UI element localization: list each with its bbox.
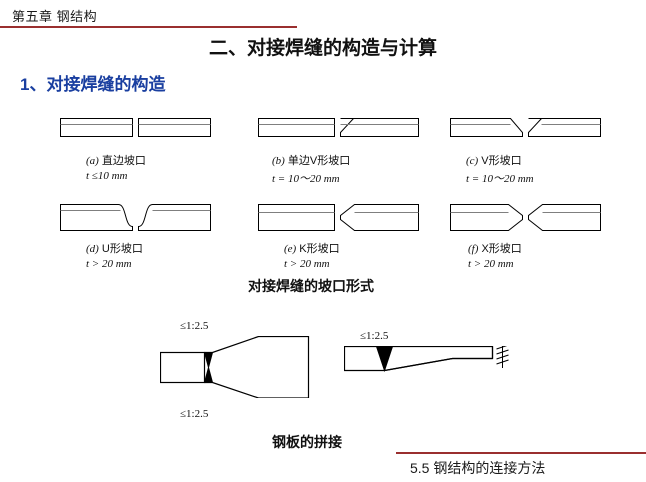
figure-groove-a [60, 112, 220, 144]
figure-caption-b: (b) 单边V形坡口 [272, 152, 350, 168]
figure-plate-splice-side [344, 346, 514, 396]
splice-group-title: 钢板的拼接 [272, 434, 342, 450]
figure-groove-f [450, 198, 610, 238]
figure-name-f: X形坡口 [481, 243, 522, 255]
slope-label-right: ≤1:2.5 [360, 330, 389, 342]
figure-dim-b: t = 10～20 mm [272, 173, 340, 185]
figure-groove-d [60, 198, 220, 238]
figure-name-c: V形坡口 [481, 155, 522, 167]
figure-dim-f: t > 20 mm [468, 258, 514, 270]
figure-groove-c [450, 112, 610, 144]
figure-label-a: (a) [86, 155, 99, 167]
figure-name-b: 单边V形坡口 [287, 155, 351, 167]
footer-label: 5.5 钢结构的连接方法 [410, 460, 546, 476]
figure-plate-splice-plan [160, 336, 320, 398]
figure-groove-e [258, 198, 428, 238]
figure-caption-c: (c) V形坡口 [466, 152, 522, 168]
slope-label-top-left: ≤1:2.5 [180, 320, 209, 332]
figure-name-e: K形坡口 [299, 243, 340, 255]
figure-dim-a: t ≤10 mm [86, 170, 128, 182]
figure-label-e: (e) [284, 243, 297, 255]
chapter-header: 第五章 钢结构 [12, 9, 98, 24]
figure-label-d: (d) [86, 243, 99, 255]
figure-caption-f: (f) X形坡口 [468, 240, 522, 256]
figure-groove-b [258, 112, 428, 144]
page-title: 二、对接焊缝的构造与计算 [208, 38, 437, 59]
figure-dim-e: t > 20 mm [284, 258, 330, 270]
figure-caption-e: (e) K形坡口 [284, 240, 340, 256]
figure-label-f: (f) [468, 243, 479, 255]
slope-label-bottom-left: ≤1:2.5 [180, 408, 209, 420]
figure-name-d: U形坡口 [101, 243, 143, 255]
groove-forms-group-title: 对接焊缝的坡口形式 [248, 278, 374, 294]
figure-caption-a: (a) 直边坡口 [86, 152, 146, 168]
figure-name-a: 直边坡口 [101, 155, 146, 167]
section-subtitle: 1、对接焊缝的构造 [20, 75, 166, 94]
figure-dim-d: t > 20 mm [86, 258, 132, 270]
footer-divider-rule [396, 452, 646, 454]
figure-dim-c: t = 10～20 mm [466, 173, 534, 185]
figure-label-b: (b) [272, 155, 285, 167]
figure-label-c: (c) [466, 155, 479, 167]
header-divider-rule [0, 26, 297, 28]
figure-caption-d: (d) U形坡口 [86, 240, 143, 256]
